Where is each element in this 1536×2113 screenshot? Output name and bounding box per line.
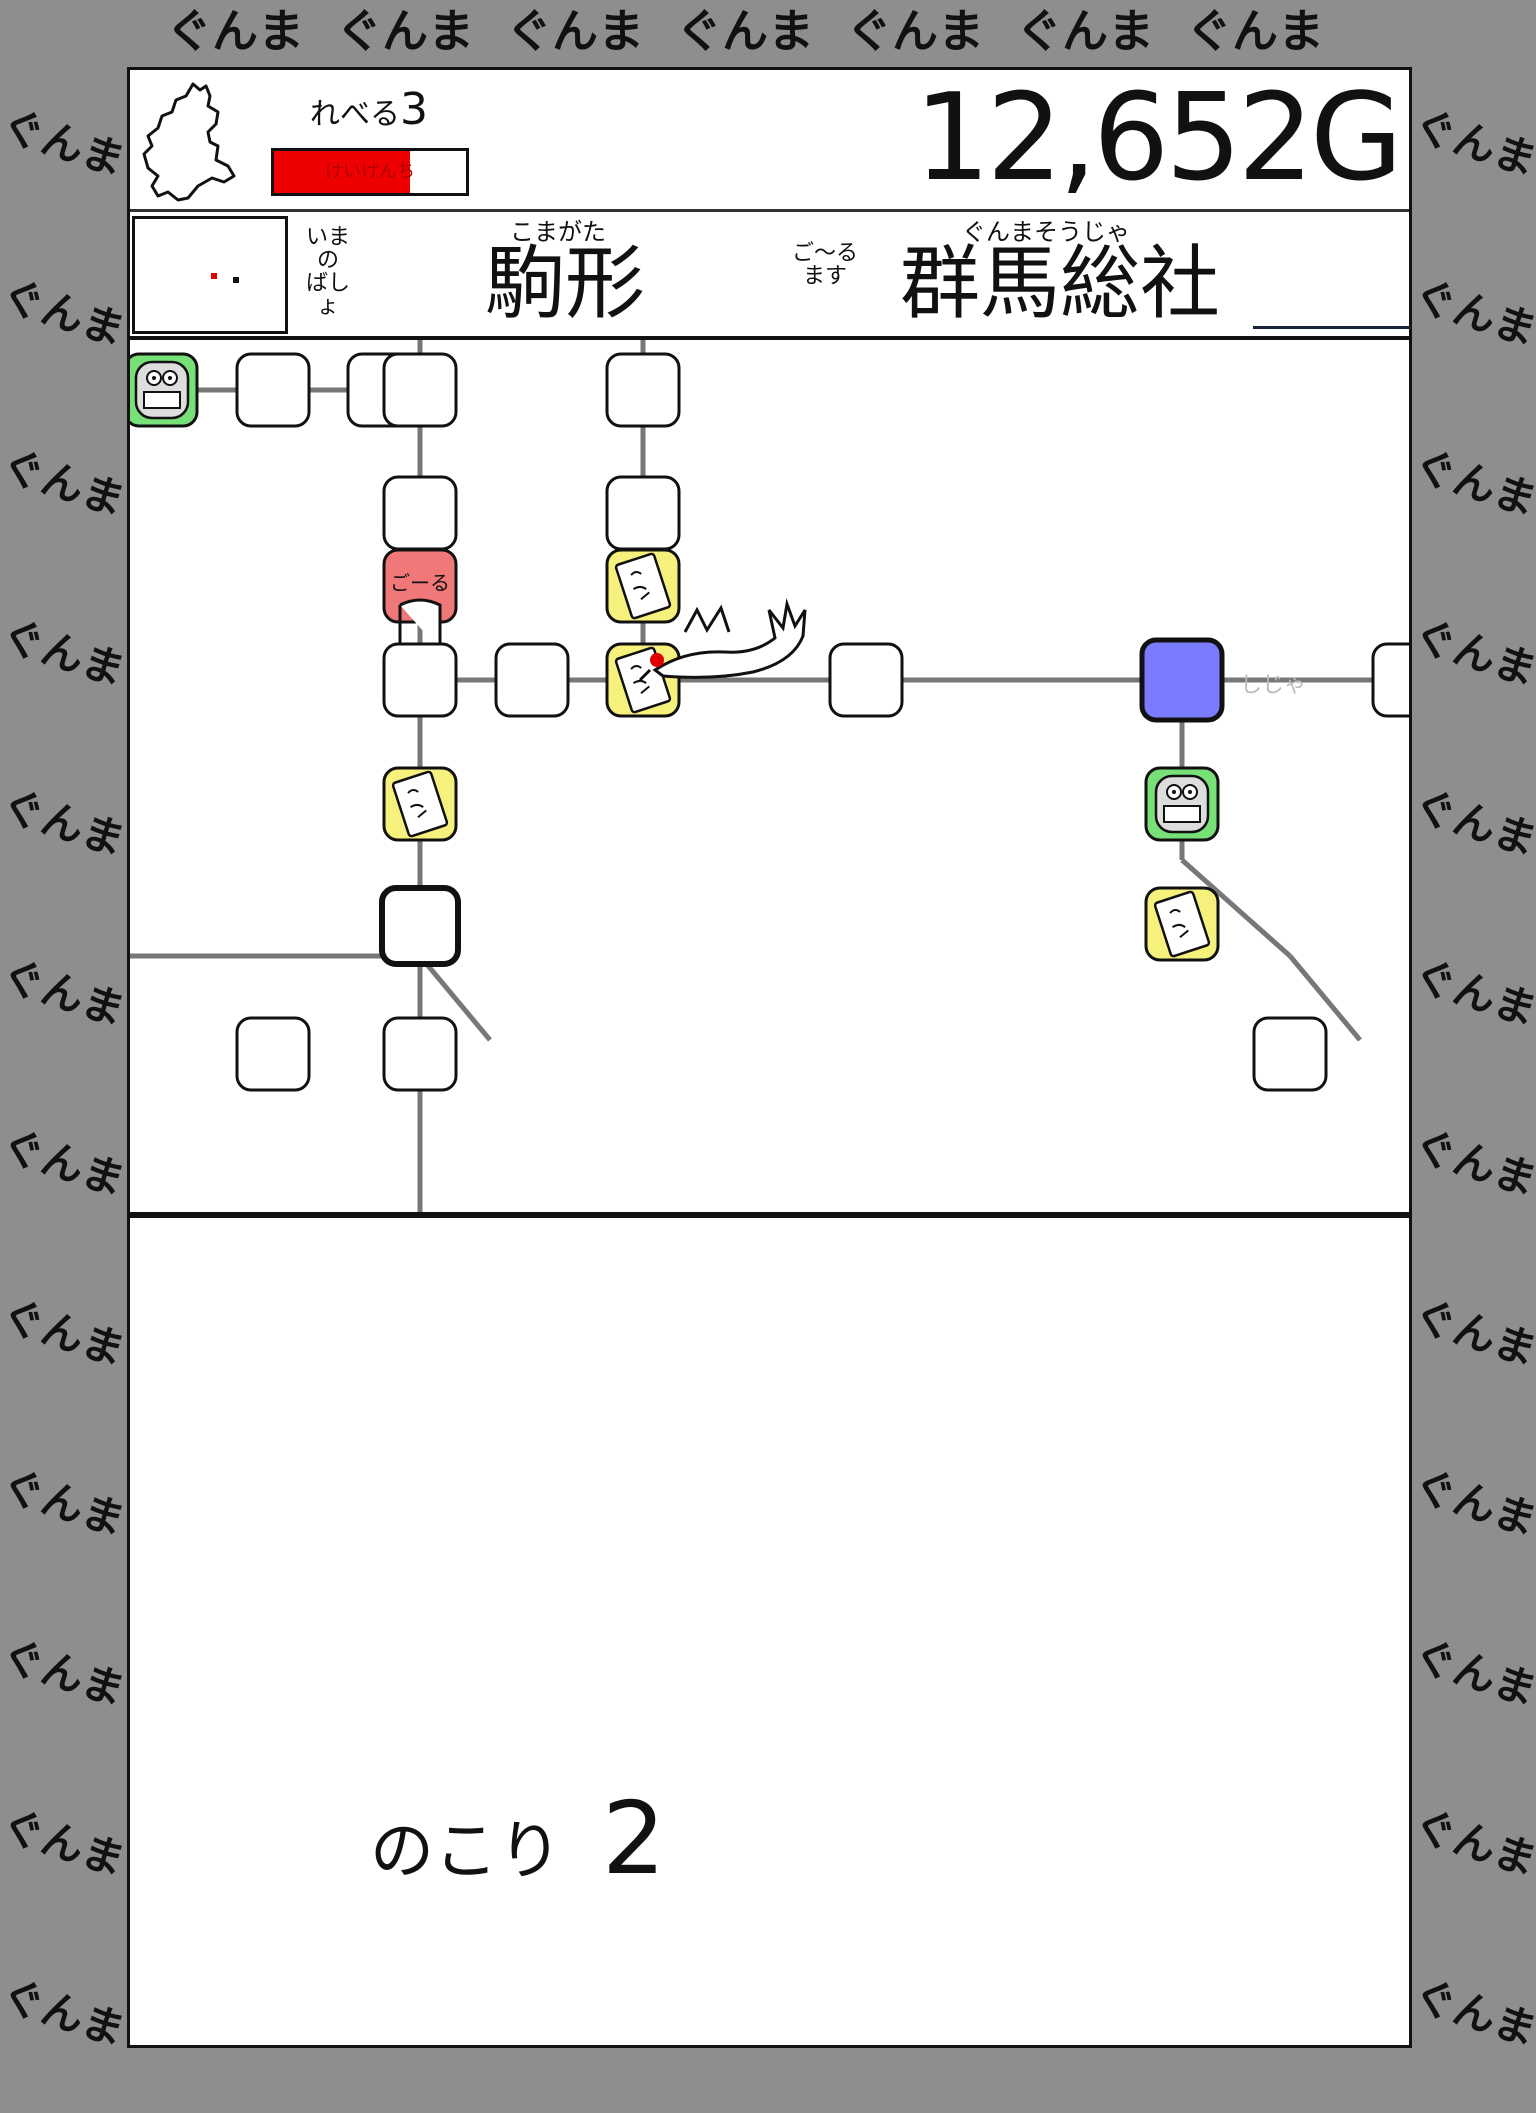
faded-station-label: しじゃ bbox=[1240, 673, 1306, 698]
crane-icon bbox=[638, 598, 807, 682]
tile-empty[interactable] bbox=[382, 642, 458, 718]
border-pattern-left: ぐんまぐんまぐんまぐんまぐんまぐんまぐんまぐんまぐんまぐんまぐんまぐんま bbox=[0, 58, 131, 2098]
goal-label-line-2: ます bbox=[802, 264, 847, 290]
tile-empty[interactable] bbox=[382, 352, 458, 428]
goal-tile-label: ごーる bbox=[390, 571, 450, 595]
border-word: ぐんま bbox=[0, 439, 131, 526]
tile-empty[interactable] bbox=[382, 475, 458, 551]
goal-location-reading: ぐんまそうじゃ bbox=[962, 218, 1130, 246]
border-word: ぐんま bbox=[0, 269, 131, 356]
border-word: ぐんま bbox=[0, 779, 131, 866]
experience-label: けいけんち bbox=[325, 161, 415, 182]
border-word: ぐんま bbox=[846, 4, 984, 58]
tile-highlighted[interactable] bbox=[379, 885, 461, 967]
tile-empty[interactable] bbox=[1371, 642, 1409, 718]
daruma-icon bbox=[1154, 774, 1210, 834]
goal-location-label: ご～る ます bbox=[785, 242, 865, 288]
minimap[interactable] bbox=[132, 216, 288, 334]
minimap-goal-dot bbox=[233, 277, 239, 283]
location-bar: いま の ばしょ こまがた 駒形 ご～る ます ぐんまそうじゃ 群馬総社 bbox=[130, 212, 1411, 340]
current-label-line-2: の bbox=[316, 248, 339, 274]
current-label-line-1: いま bbox=[305, 225, 350, 250]
board-tiles: ごーる しじゃ bbox=[130, 352, 1409, 1092]
tile-empty[interactable] bbox=[605, 352, 681, 428]
border-word: ぐんま bbox=[0, 609, 131, 696]
remaining-label: のこり bbox=[370, 1815, 562, 1889]
border-word: ぐんま bbox=[166, 4, 304, 58]
level-value: 3 bbox=[400, 84, 428, 135]
tile-empty[interactable] bbox=[494, 642, 570, 718]
tile-empty[interactable] bbox=[235, 352, 311, 428]
border-word: ぐんま bbox=[1016, 4, 1154, 58]
minimap-player-dot bbox=[211, 273, 217, 279]
remaining-count: 2 bbox=[602, 1780, 666, 1897]
current-location-reading: こまがた bbox=[510, 218, 606, 246]
tile-empty[interactable] bbox=[382, 1016, 458, 1092]
border-word: ぐんま bbox=[506, 4, 644, 58]
tile-empty[interactable] bbox=[828, 642, 904, 718]
goal-label-line-1: ご～る bbox=[791, 241, 858, 266]
border-word: ぐんま bbox=[0, 1629, 131, 1716]
current-label-line-3: ばしょ bbox=[305, 271, 350, 320]
remaining-moves: のこり 2 bbox=[370, 1780, 666, 1897]
border-word: ぐんま bbox=[676, 4, 814, 58]
level-prefix: れべる bbox=[310, 97, 400, 132]
tile-empty[interactable] bbox=[605, 475, 681, 551]
current-location-label: いま の ばしょ bbox=[298, 226, 358, 318]
border-word: ぐんま bbox=[336, 4, 474, 58]
border-pattern-right: ぐんまぐんまぐんまぐんまぐんまぐんまぐんまぐんまぐんまぐんまぐんまぐんま bbox=[1408, 58, 1536, 2098]
border-word: ぐんま bbox=[0, 1459, 131, 1546]
status-bar: れべる3 けいけんち 12,652G bbox=[130, 70, 1409, 212]
goal-gate-icon bbox=[398, 598, 442, 650]
border-pattern-top: ぐんまぐんまぐんまぐんまぐんまぐんまぐんま bbox=[150, 8, 1340, 64]
border-word: ぐんま bbox=[0, 1969, 131, 2056]
border-word: ぐんま bbox=[0, 1799, 131, 1886]
experience-bar: けいけんち bbox=[271, 148, 469, 196]
tile-empty[interactable] bbox=[1252, 1016, 1328, 1092]
gunma-outline-icon bbox=[142, 82, 236, 202]
level-indicator: れべる3 bbox=[310, 84, 428, 135]
tile-empty[interactable] bbox=[235, 1016, 311, 1092]
border-word: ぐんま bbox=[0, 99, 131, 186]
current-location-name: 駒形 bbox=[485, 237, 645, 330]
tile-player[interactable] bbox=[1139, 637, 1225, 723]
game-board[interactable]: ごーる しじゃ bbox=[130, 340, 1409, 1218]
border-word: ぐんま bbox=[0, 1119, 131, 1206]
border-word: ぐんま bbox=[1186, 4, 1324, 58]
border-word: ぐんま bbox=[0, 949, 131, 1036]
experience-fill bbox=[274, 151, 411, 193]
daruma-icon bbox=[134, 360, 190, 420]
border-word: ぐんま bbox=[0, 1289, 131, 1376]
progress-underline bbox=[1253, 326, 1411, 329]
game-screen: れべる3 けいけんち 12,652G いま の ばしょ こまがた 駒形 ご～る … bbox=[127, 67, 1412, 2048]
goal-location-name: 群馬総社 bbox=[900, 237, 1220, 330]
gold-counter: 12,652G bbox=[914, 69, 1403, 208]
